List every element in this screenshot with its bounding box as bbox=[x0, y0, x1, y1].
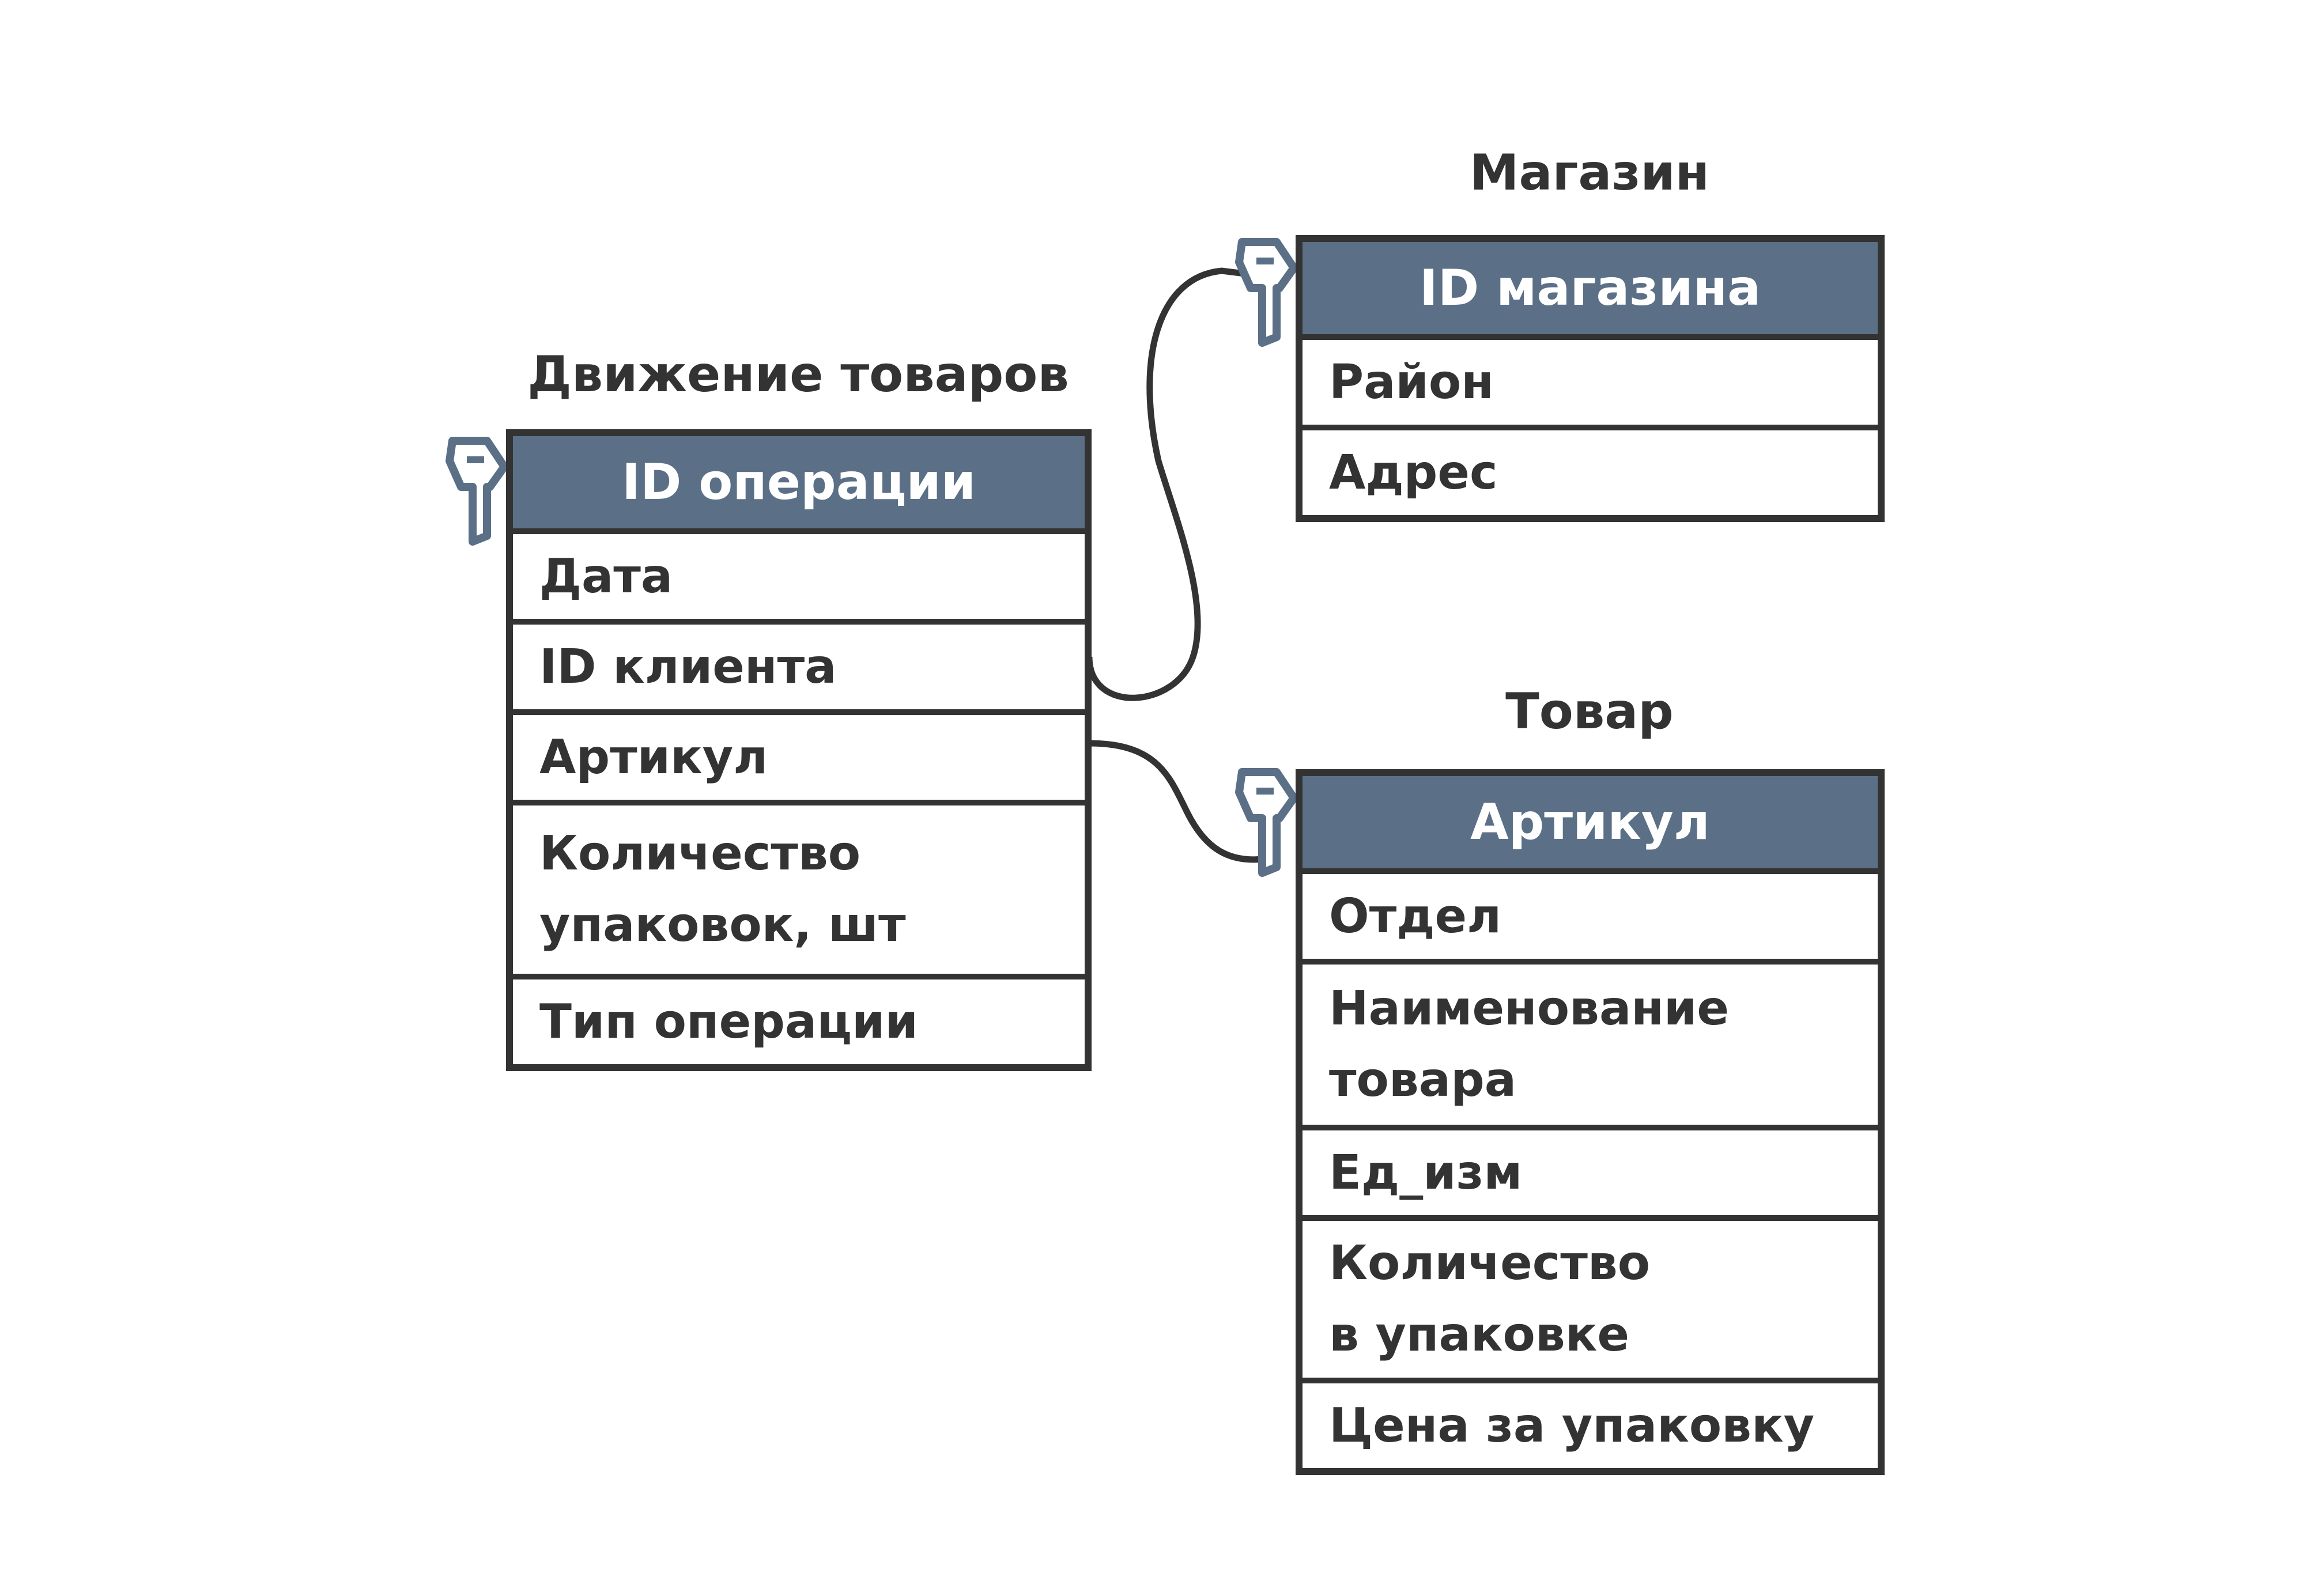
entity-table-movement: ID операции Дата ID клиента Артикул Коли… bbox=[506, 429, 1092, 1071]
field-label: Количество в упаковке bbox=[1329, 1236, 1651, 1362]
field-label: Район bbox=[1329, 354, 1494, 410]
entity-title-product: Товар bbox=[1505, 683, 1674, 740]
table-field: Район bbox=[1303, 334, 1878, 425]
table-field: Наименование товара bbox=[1303, 959, 1878, 1125]
relation-client-to-store bbox=[1086, 267, 1269, 701]
table-field: Количество в упаковке bbox=[1303, 1215, 1878, 1378]
entity-title-store: Магазин bbox=[1469, 144, 1710, 202]
field-label: Наименование товара bbox=[1329, 981, 1729, 1107]
key-icon bbox=[446, 437, 508, 546]
table-field: Цена за упаковку bbox=[1303, 1378, 1878, 1468]
table-field: Адрес bbox=[1303, 425, 1878, 515]
table-field: Ед_изм bbox=[1303, 1125, 1878, 1215]
field-label: Отдел bbox=[1329, 888, 1502, 944]
table-field: ID клиента bbox=[513, 619, 1085, 709]
field-label: Количество упаковок, шт bbox=[539, 826, 906, 952]
field-label: Дата bbox=[539, 549, 673, 604]
field-label: ID клиента bbox=[539, 639, 837, 694]
table-field: Дата bbox=[513, 528, 1085, 619]
field-label: Ед_изм bbox=[1329, 1145, 1523, 1200]
primary-key-field: Артикул bbox=[1303, 776, 1878, 868]
primary-key-field: ID магазина bbox=[1303, 242, 1878, 334]
relation-article-to-product bbox=[1089, 740, 1269, 863]
field-label: Артикул bbox=[539, 729, 768, 785]
entity-table-product: Артикул Отдел Наименование товара Ед_изм… bbox=[1296, 769, 1885, 1475]
field-label: ID магазина bbox=[1419, 259, 1761, 317]
key-icon bbox=[1235, 768, 1298, 877]
table-field: Количество упаковок, шт bbox=[513, 800, 1085, 974]
field-label: ID операции bbox=[621, 453, 976, 511]
table-field: Артикул bbox=[513, 709, 1085, 800]
primary-key-field: ID операции bbox=[513, 436, 1085, 528]
key-icon bbox=[1235, 238, 1298, 347]
field-label: Адрес bbox=[1329, 445, 1498, 500]
entity-table-store: ID магазина Район Адрес bbox=[1296, 235, 1885, 522]
table-field: Тип операции bbox=[513, 974, 1085, 1064]
table-field: Отдел bbox=[1303, 868, 1878, 959]
entity-title-movement: Движение товаров bbox=[527, 346, 1069, 403]
field-label: Артикул bbox=[1470, 793, 1710, 851]
field-label: Цена за упаковку bbox=[1329, 1398, 1815, 1453]
field-label: Тип операции bbox=[539, 994, 918, 1049]
